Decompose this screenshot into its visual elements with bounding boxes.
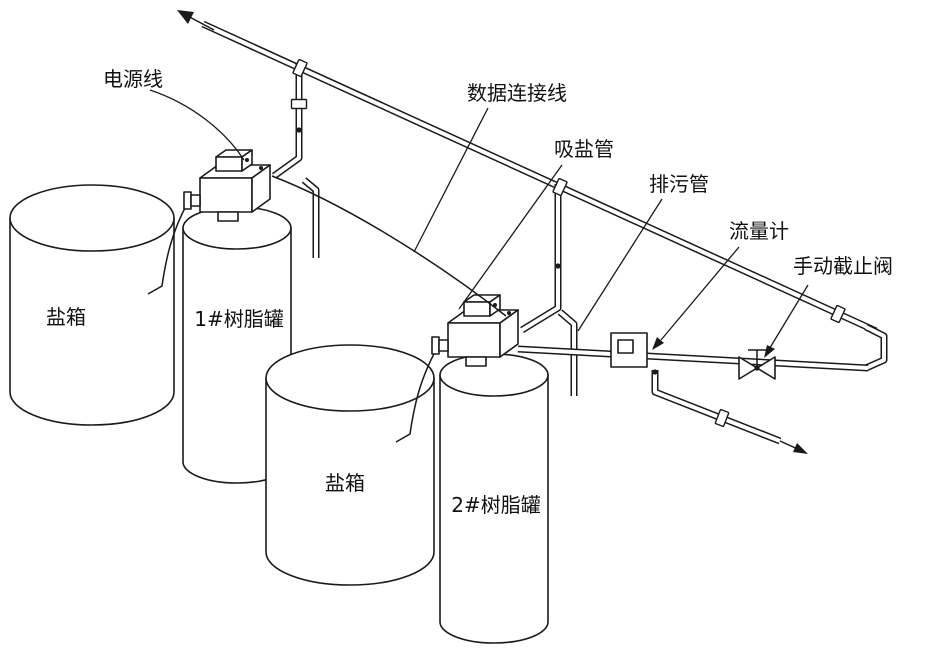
label-salt-box-1: 盐箱 — [46, 305, 86, 329]
label-manual-valve: 手动截止阀 — [793, 254, 893, 278]
bottom-outlet-pipe — [651, 370, 808, 454]
main-manifold-pipe — [177, 10, 878, 335]
salt-box-2 — [265, 344, 435, 586]
salt-suction-tube-1 — [147, 203, 188, 295]
label-resin-tank-2: 2#树脂罐 — [451, 493, 540, 517]
leader-flow-meter — [660, 246, 740, 341]
salt-box-1 — [9, 184, 175, 426]
label-resin-tank-1: 1#树脂罐 — [194, 307, 283, 331]
drain-pipe-2 — [557, 309, 578, 396]
labels: 电源线 数据连接线 吸盐管 排污管 流量计 手动截止阀 盐箱 1#树脂罐 盐箱 … — [46, 67, 893, 517]
label-data-cable: 数据连接线 — [467, 81, 567, 105]
drain-stub-1 — [301, 177, 320, 258]
riser-pipe-1 — [271, 64, 303, 179]
pipe-couplings — [290, 58, 846, 428]
manual-stop-valve — [738, 349, 776, 380]
leader-data-cable — [413, 107, 489, 253]
outlet-run-pipe — [517, 345, 869, 372]
inlet-flow-arrow — [177, 10, 194, 24]
riser-pipe-2 — [520, 184, 562, 333]
leader-manual-valve — [767, 284, 809, 352]
right-elbow-pipe — [864, 323, 888, 372]
label-salt-box-2: 盐箱 — [325, 471, 365, 495]
label-flow-meter: 流量计 — [729, 219, 789, 243]
leader-salt-suction — [458, 164, 563, 310]
pipe-fitting-dots — [296, 127, 658, 375]
flow-meter — [610, 332, 648, 368]
label-salt-suction: 吸盐管 — [554, 137, 614, 161]
salt-suction-tube-2 — [395, 351, 436, 443]
outlet-flow-arrow — [793, 443, 808, 454]
leader-lines — [149, 89, 809, 358]
leader-drain-pipe — [577, 198, 663, 332]
leader-power-cable — [149, 89, 245, 161]
data-connection-cable — [271, 175, 507, 317]
label-drain-pipe: 排污管 — [649, 172, 709, 196]
label-power-cable: 电源线 — [103, 67, 163, 91]
